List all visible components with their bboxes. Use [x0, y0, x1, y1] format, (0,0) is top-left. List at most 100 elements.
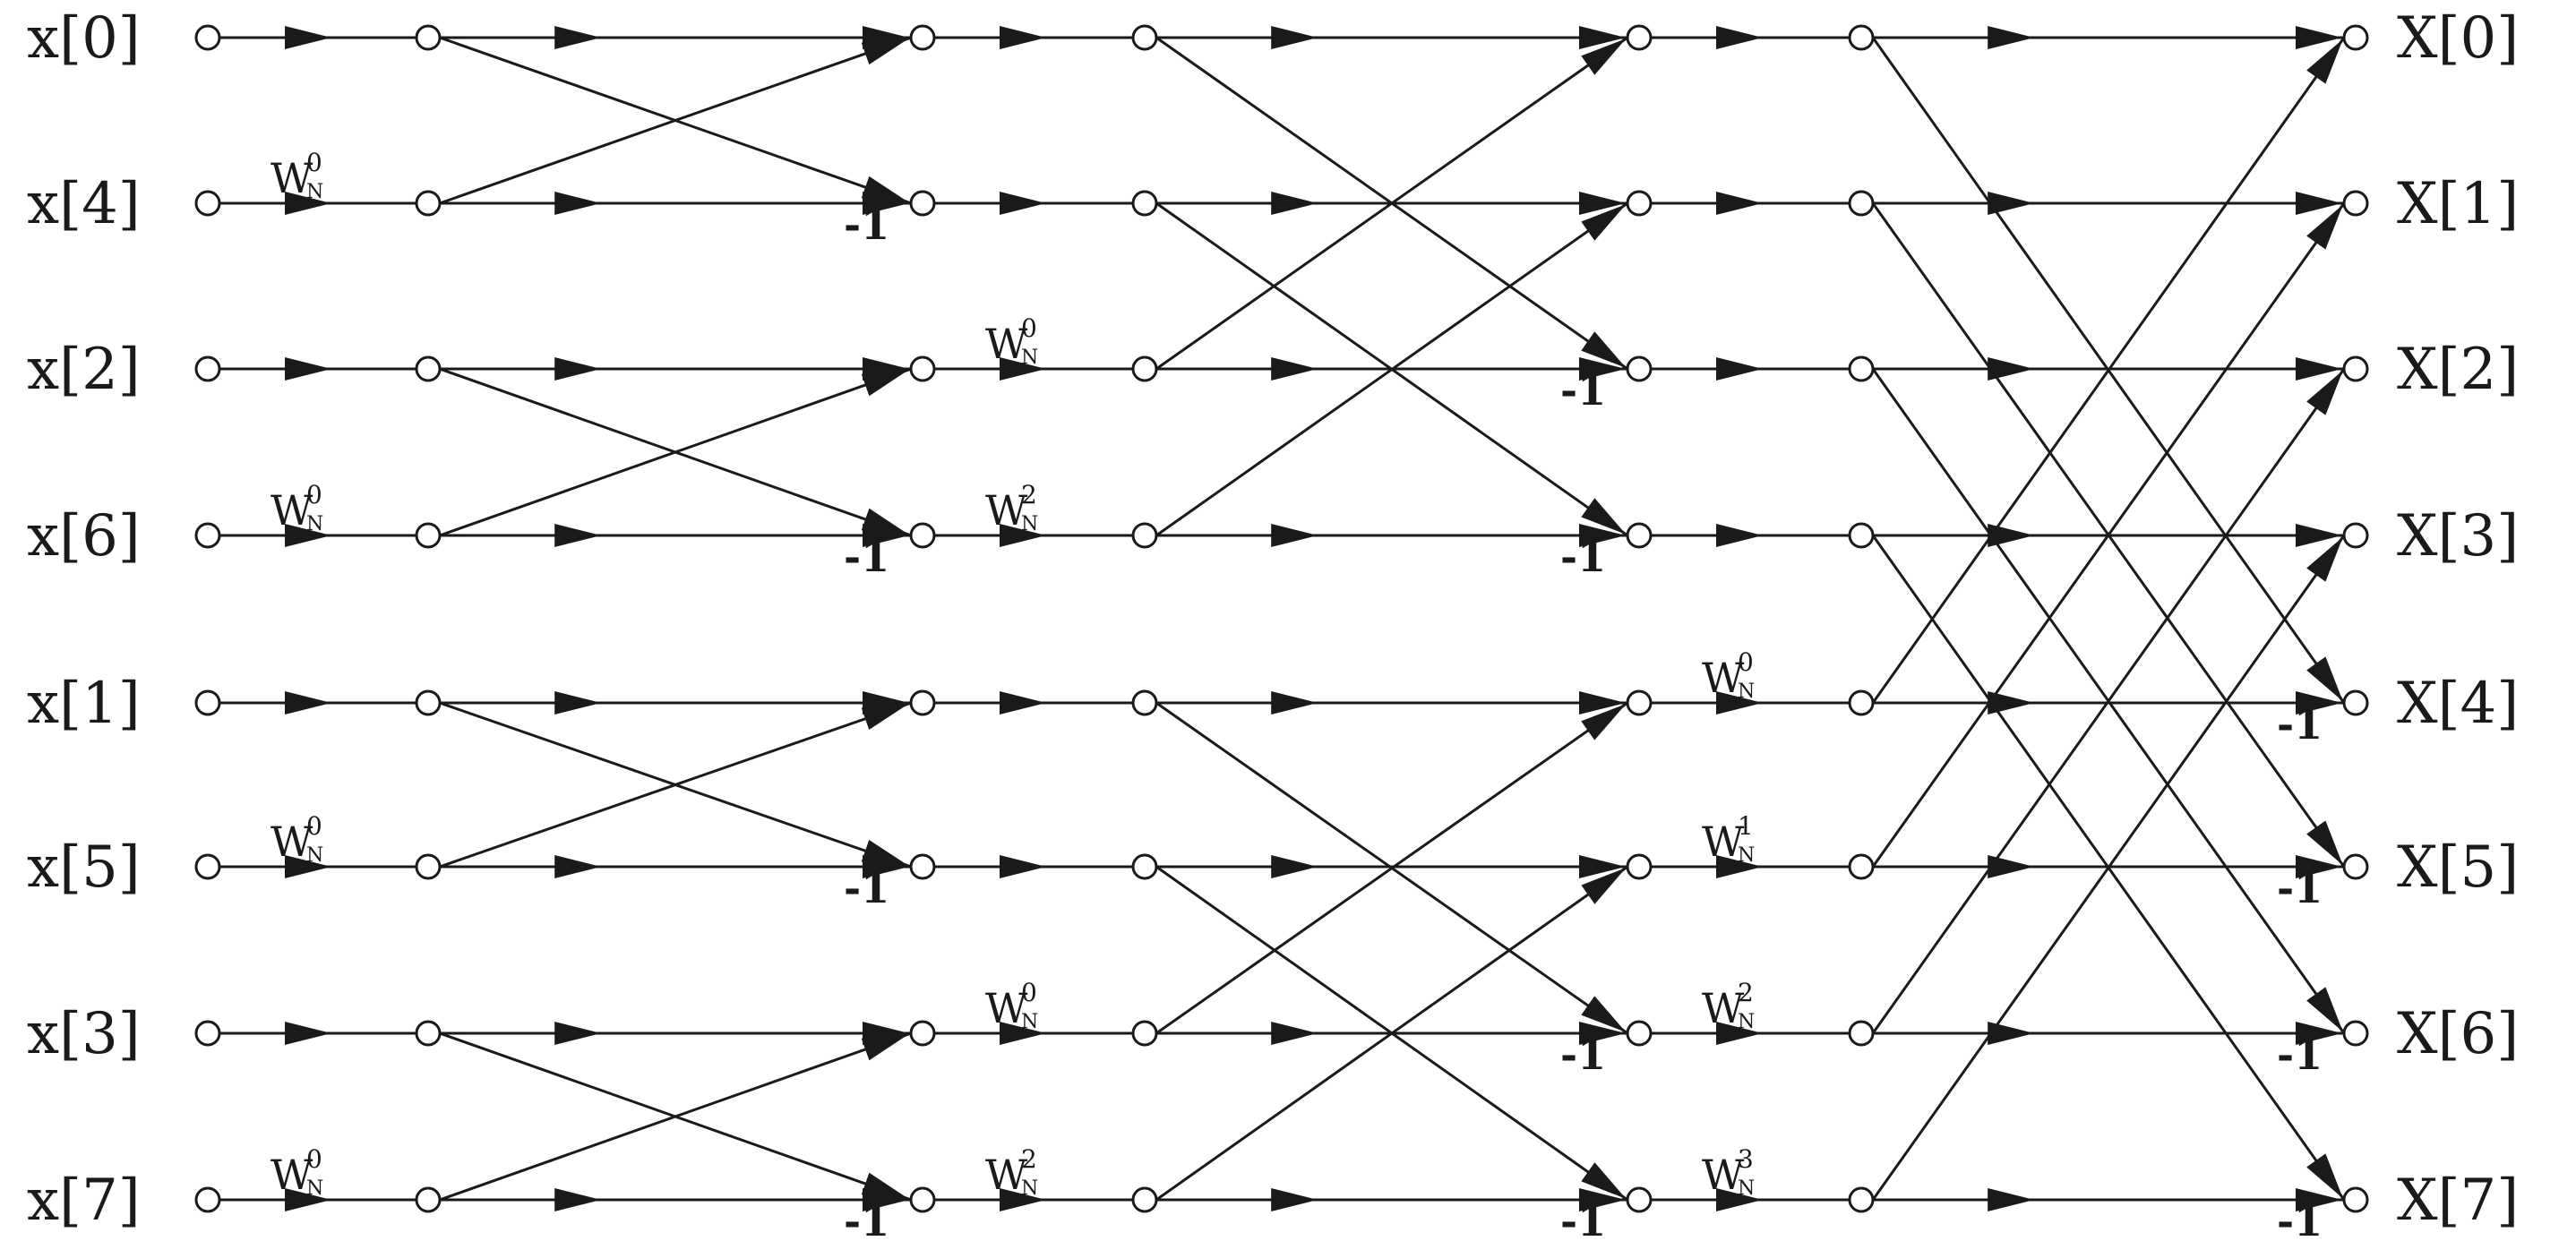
signal-node — [194, 689, 221, 716]
butterfly-straight-arrow — [554, 691, 602, 715]
butterfly-straight-arrow — [1988, 192, 2035, 215]
butterfly-cross-arrow — [2306, 39, 2343, 84]
label-layer: x[0]x[4]x[2]x[6]x[1]x[5]x[3]x[7]X[0]X[1]… — [27, 5, 2519, 1241]
twiddle-subscript: N — [306, 844, 323, 867]
connector-arrow — [1716, 357, 1763, 381]
signal-node — [1626, 522, 1653, 549]
twiddle-exponent: 0 — [306, 811, 322, 841]
signal-node — [909, 1020, 936, 1047]
input-label: x[4] — [27, 171, 141, 237]
butterfly-straight-arrow — [1988, 357, 2035, 381]
twiddle-subscript: N — [1738, 1177, 1755, 1200]
signal-node — [1131, 853, 1158, 880]
input-arrow — [285, 192, 331, 215]
butterfly-straight-arrow — [1988, 524, 2035, 547]
signal-node — [1626, 853, 1653, 880]
connector-arrow — [1716, 192, 1763, 215]
signal-node — [1848, 1186, 1875, 1213]
butterfly-cross-arrow — [1581, 996, 1627, 1032]
signal-node — [1848, 190, 1875, 217]
butterfly-cross-arrow — [861, 369, 910, 397]
output-label: X[6] — [2397, 1001, 2519, 1067]
butterfly-end-arrow — [863, 1188, 909, 1211]
output-label: X[7] — [2397, 1168, 2519, 1234]
twiddle-exponent: 0 — [1738, 647, 1754, 677]
butterfly-straight-arrow — [1271, 524, 1318, 547]
butterfly-cross-arrow — [2306, 536, 2343, 582]
connector-arrow — [1716, 691, 1763, 715]
input-arrow — [285, 1188, 331, 1211]
negation-label: -1 — [844, 864, 889, 912]
twiddle-base-label: W — [985, 320, 1028, 368]
signal-node — [1848, 24, 1875, 51]
butterfly-cross-wire — [1155, 701, 1628, 1035]
input-arrow — [285, 357, 331, 381]
twiddle-exponent: 3 — [1738, 1144, 1754, 1174]
signal-node — [1131, 689, 1158, 716]
butterfly-straight-arrow — [1988, 1188, 2035, 1211]
signal-node — [909, 853, 936, 880]
butterfly-straight-arrow — [1271, 357, 1318, 381]
input-arrow — [285, 26, 331, 49]
twiddle-factor: W0N — [985, 313, 1038, 369]
butterfly-cross-arrow — [2306, 1153, 2343, 1199]
butterfly-cross-arrow — [1581, 39, 1627, 75]
butterfly-cross-arrow — [861, 38, 910, 65]
butterfly-straight-arrow — [554, 1022, 602, 1045]
twiddle-factor: W0N — [270, 148, 323, 203]
twiddle-factor: W2N — [985, 480, 1038, 535]
twiddle-exponent: 0 — [306, 480, 322, 509]
signal-node — [1131, 190, 1158, 217]
connector-arrow — [1000, 192, 1046, 215]
input-arrow — [285, 1022, 331, 1045]
butterfly-end-arrow — [1579, 524, 1626, 547]
signal-node — [2342, 24, 2369, 51]
signal-node — [194, 190, 221, 217]
butterfly-cross-arrow — [1581, 331, 1627, 368]
butterfly-end-arrow — [2296, 26, 2342, 49]
connector-arrow — [1716, 524, 1763, 547]
butterfly-straight-arrow — [554, 524, 602, 547]
twiddle-factor: W0N — [985, 978, 1038, 1033]
signal-node — [2342, 853, 2369, 880]
input-label: x[3] — [27, 1001, 141, 1067]
twiddle-base-label: W — [1702, 1151, 1745, 1199]
butterfly-end-arrow — [2296, 1022, 2342, 1045]
twiddle-factor: W0N — [1702, 647, 1755, 703]
arrow-layer — [285, 26, 2343, 1211]
negation-label: -1 — [844, 1197, 889, 1241]
butterfly-end-arrow — [1579, 1022, 1626, 1045]
negation-label: -1 — [2277, 700, 2323, 749]
butterfly-cross-arrow — [2306, 204, 2343, 250]
input-arrow — [285, 524, 331, 547]
twiddle-exponent: 2 — [1738, 978, 1754, 1007]
twiddle-factor: W1N — [1702, 811, 1755, 867]
butterfly-cross-wire — [1155, 201, 1628, 537]
butterfly-cross-arrow — [2306, 656, 2343, 702]
negation-label: -1 — [2277, 1197, 2323, 1241]
butterfly-end-arrow — [1579, 192, 1626, 215]
twiddle-subscript: N — [1021, 347, 1038, 369]
connector-arrow — [1000, 524, 1046, 547]
twiddle-exponent: 2 — [1021, 480, 1037, 509]
butterfly-cross-wire — [1871, 37, 2346, 704]
connector-arrow — [1716, 855, 1763, 878]
negation-label: -1 — [2277, 1031, 2323, 1079]
connector-arrow — [1000, 691, 1046, 715]
signal-node — [415, 355, 442, 382]
signal-node — [415, 689, 442, 716]
twiddle-factor: W0N — [270, 1144, 323, 1200]
twiddle-base-label: W — [270, 154, 313, 202]
twiddle-subscript: N — [1021, 1177, 1038, 1200]
butterfly-cross-arrow — [1581, 868, 1627, 904]
signal-node — [415, 190, 442, 217]
twiddle-base-label: W — [985, 984, 1028, 1032]
connector-arrow — [1000, 1022, 1046, 1045]
butterfly-cross-wire — [439, 36, 912, 205]
butterfly-end-arrow — [2296, 357, 2342, 381]
signal-node — [194, 24, 221, 51]
wire-layer — [219, 36, 2346, 1202]
connector-arrow — [1716, 1022, 1763, 1045]
twiddle-subscript: N — [306, 513, 323, 535]
butterfly-straight-arrow — [1271, 1188, 1318, 1211]
